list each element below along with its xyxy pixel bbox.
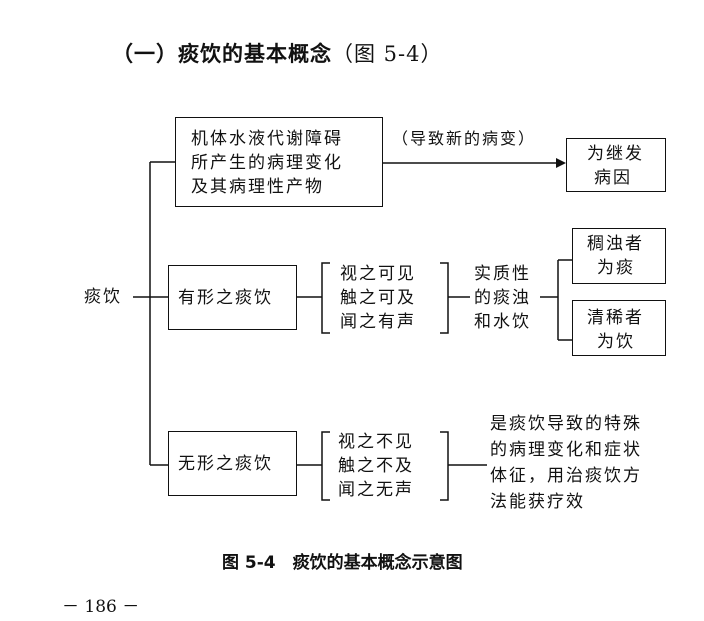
invisible-phlegm-label: 无形之痰饮 (178, 454, 273, 474)
visible-nature-2: 的痰浊 (474, 288, 531, 308)
invisible-description-3: 体征，用治痰饮方 (490, 466, 642, 486)
broad-arrow-head (556, 158, 566, 168)
visible-perceive-bracket-left (321, 262, 330, 334)
thick-phlegm-box (572, 228, 666, 284)
broad-note: （导致新的病变） (392, 129, 537, 148)
thin-fluid-line-1: 清稀者 (587, 308, 644, 328)
thick-phlegm-line-1: 稠浊者 (587, 234, 644, 254)
broad-concept-box (175, 117, 383, 207)
invisible-perceive-1: 视之不见 (338, 432, 414, 452)
visible-perceive-3: 闻之有声 (340, 312, 416, 332)
visible-perceive-2: 触之可及 (340, 288, 416, 308)
visible-phlegm-box (168, 265, 297, 330)
thin-fluid-box (572, 300, 666, 356)
broad-line-2: 所产生的病理变化 (191, 153, 343, 173)
figure-caption: 图 5-4 痰饮的基本概念示意图 (222, 553, 463, 573)
invisible-description-4: 法能获疗效 (490, 492, 585, 512)
figure-reference: （图 5-4） (332, 42, 443, 66)
broad-line-1: 机体水液代谢障碍 (191, 129, 343, 149)
root-label: 痰饮 (84, 287, 122, 307)
thick-phlegm-line-2: 为痰 (597, 258, 635, 278)
secondary-cause-line-1: 为继发 (587, 144, 644, 164)
section-heading: （一）痰饮的基本概念（图 5-4） (112, 38, 443, 68)
visible-nature-1: 实质性 (474, 264, 531, 284)
secondary-cause-box (566, 138, 666, 192)
visible-nature-3: 和水饮 (474, 312, 531, 332)
broad-line-3: 及其病理性产物 (191, 177, 324, 197)
visible-phlegm-label: 有形之痰饮 (178, 288, 273, 308)
invisible-perceive-bracket-left (321, 431, 330, 501)
invisible-description-1: 是痰饮导致的特殊 (490, 414, 642, 434)
invisible-perceive-2: 触之不及 (338, 456, 414, 476)
visible-perceive-bracket-right (440, 262, 449, 334)
section-title: （一）痰饮的基本概念 (112, 42, 332, 66)
invisible-perceive-3: 闻之无声 (338, 480, 414, 500)
invisible-description-2: 的病理变化和症状 (490, 440, 642, 460)
thin-fluid-line-2: 为饮 (597, 332, 635, 352)
visible-perceive-1: 视之可见 (340, 264, 416, 284)
secondary-cause-line-2: 病因 (594, 168, 632, 188)
invisible-phlegm-box (168, 431, 297, 496)
page-number: － 186 － (62, 597, 140, 617)
invisible-perceive-bracket-right (440, 431, 449, 501)
